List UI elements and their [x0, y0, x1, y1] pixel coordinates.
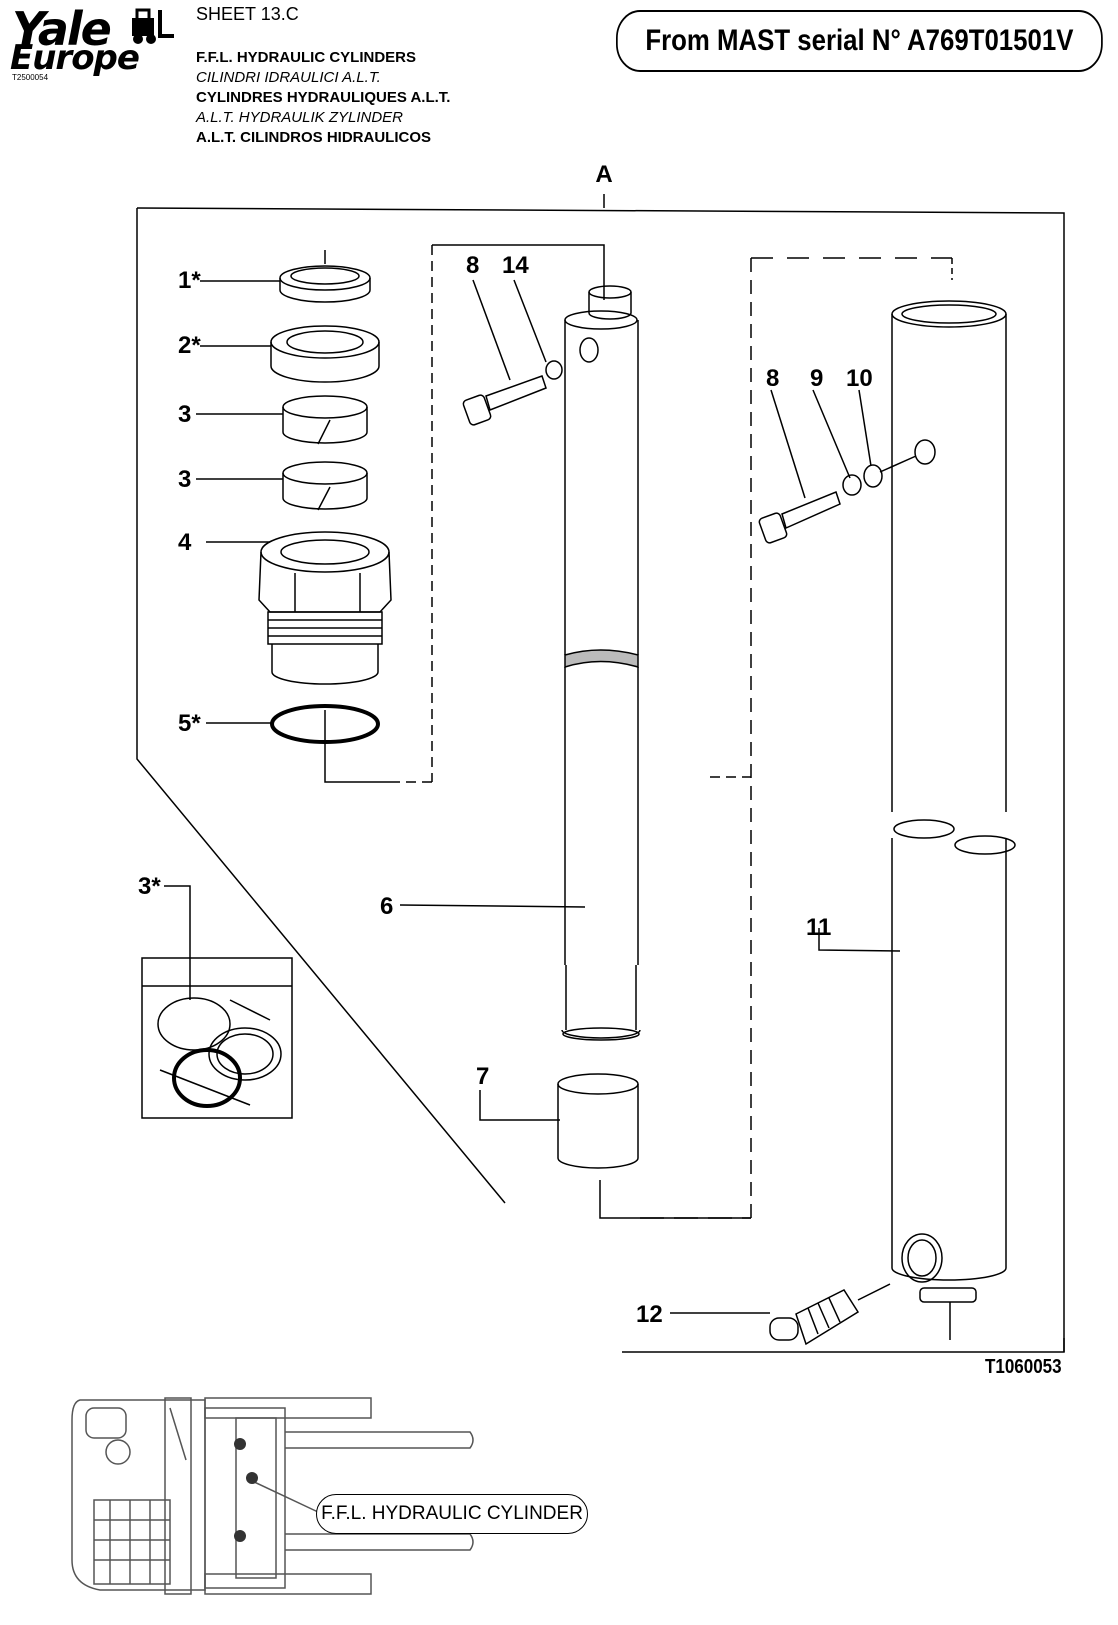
part-label-1: 1*	[178, 267, 201, 294]
location-callout: F.F.L. HYDRAULIC CYLINDER	[316, 1494, 588, 1534]
part-label-10: 10	[846, 365, 873, 392]
title-es: A.L.T. CILINDROS HIDRAULICOS	[196, 129, 431, 146]
part-label-9: 9	[810, 365, 823, 392]
part-label-4: 4	[178, 529, 192, 556]
section-frame-left	[136, 208, 506, 1204]
part-label-11: 11	[806, 914, 831, 941]
serial-note-badge: From MAST serial N° A769T01501V	[616, 10, 1103, 72]
title-block: F.F.L. HYDRAULIC CYLINDERS CILINDRI IDRA…	[196, 48, 450, 148]
yale-europe-logo: Yale Europe T2500054	[8, 2, 178, 82]
drawing-number: T1060053	[985, 1356, 1062, 1378]
part-label-7: 7	[476, 1063, 489, 1090]
forklift-logo-icon	[132, 8, 174, 44]
section-frame	[136, 207, 1065, 1353]
part-label-2: 2*	[178, 332, 201, 359]
truck-top-view	[71, 1397, 474, 1595]
part-label-14: 14	[502, 252, 529, 279]
part-label-12: 12	[636, 1301, 663, 1328]
sheet-number: SHEET 13.C	[196, 4, 299, 24]
part-label-3b: 3	[178, 466, 191, 493]
title-fr: CYLINDRES HYDRAULIQUES A.L.T.	[196, 89, 451, 106]
section-label-a: A	[595, 161, 612, 188]
title-de: A.L.T. HYDRAULIK ZYLINDER	[196, 109, 404, 126]
part-label-3a: 3	[178, 401, 191, 428]
part-label-8a: 8	[466, 252, 479, 279]
brand-yale: Yale	[12, 2, 112, 56]
part-label-3-star: 3*	[138, 873, 161, 900]
part-label-8b: 8	[766, 365, 779, 392]
title-en: F.F.L. HYDRAULIC CYLINDERS	[196, 49, 417, 66]
part-label-5: 5*	[178, 710, 201, 737]
part-label-6: 6	[380, 893, 393, 920]
brand-code: T2500054	[12, 73, 49, 82]
title-it: CILINDRI IDRAULICI A.L.T.	[196, 69, 381, 86]
brand-europe: Europe	[10, 38, 140, 78]
